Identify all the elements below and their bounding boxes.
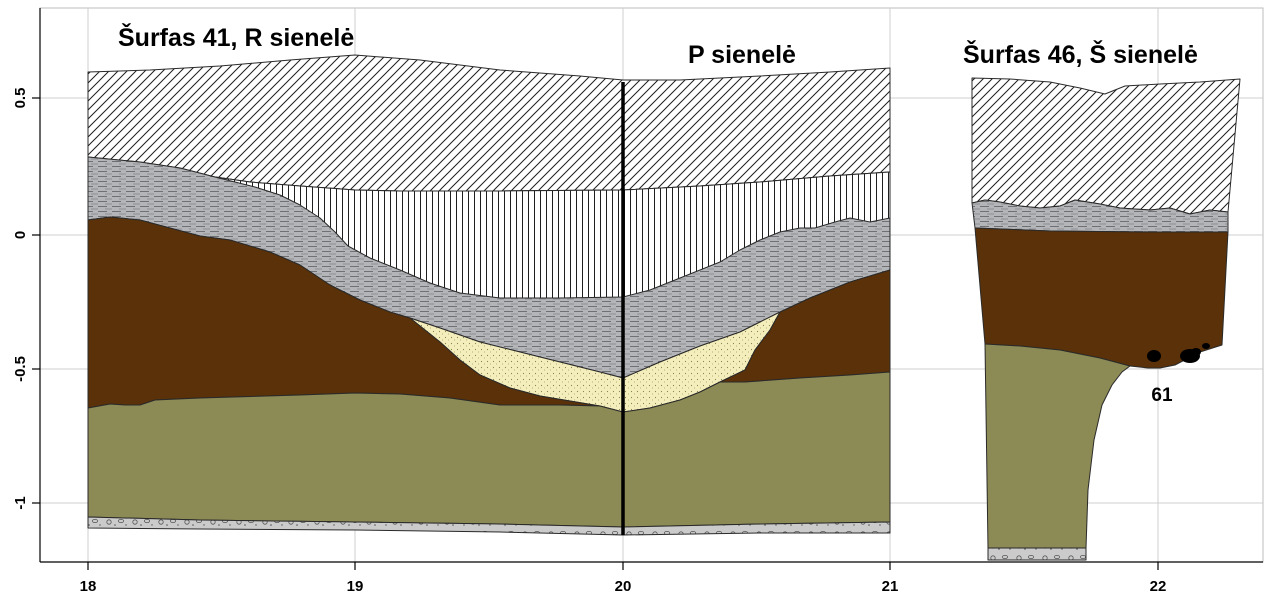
stone [1202,343,1210,349]
topsoil-hatched-layer [971,77,1241,215]
x-tick-label: 20 [615,578,632,595]
x-tick-label: 18 [80,578,97,595]
y-tick-label: -1 [12,496,29,509]
y-tick-labels: 0.5 0 -0.5 -1 [12,88,29,510]
stone [1191,348,1201,356]
title-surfas-41: Šurfas 41, R sienelė [118,22,354,52]
gravel-bottom-layer [987,547,1087,561]
profile-surfas-41 [87,54,891,536]
x-tick-labels: 18 19 20 21 22 [80,578,1167,595]
title-surfas-46: Šurfas 46, Š sienelė [963,39,1198,69]
vertical-stripe-layer [214,171,891,299]
x-tick-label: 21 [882,578,899,595]
profile-surfas-46 [971,77,1241,561]
x-tick-label: 19 [347,578,364,595]
y-tick-label: -0.5 [12,356,29,382]
feature-number-label: 61 [1151,385,1173,406]
x-axis-ticks [87,562,1159,570]
gravel-bottom-layer [87,516,891,536]
y-axis-ticks [32,97,40,504]
y-tick-label: 0.5 [12,88,29,109]
title-p-wall: P sienelė [688,41,796,69]
stone [1147,350,1161,362]
x-tick-label: 22 [1150,578,1167,595]
y-tick-label: 0 [12,231,29,239]
stones-feature-61 [1147,343,1210,363]
topsoil-hatched-layer [87,54,891,192]
